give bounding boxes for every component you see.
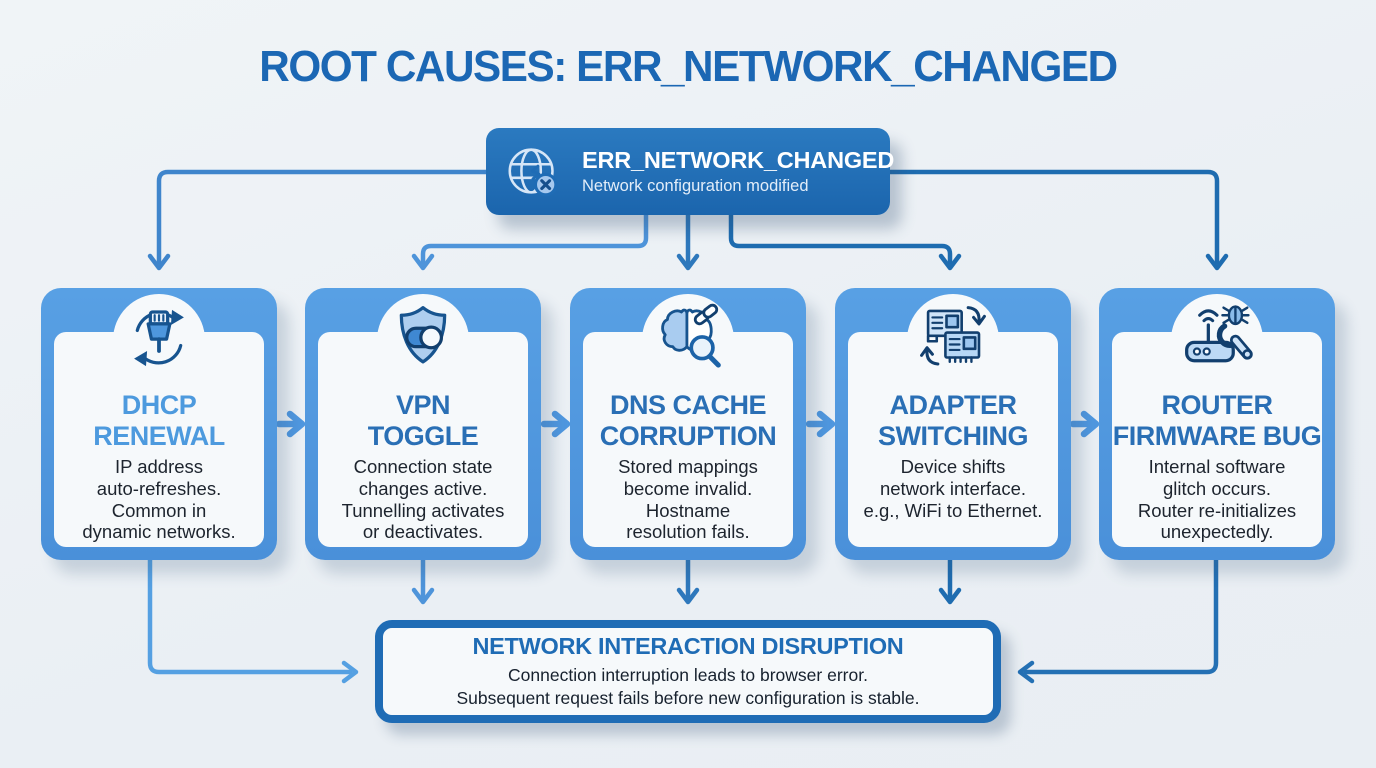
cause-card-vpn-toggle: VPN TOGGLE Connection state changes acti… [305,288,541,560]
arrow-error-to-dns [676,212,700,271]
arrow-error-to-dhcp [147,169,489,271]
arrow-adapter-to-outcome [938,557,962,605]
arrow-error-to-router [887,169,1229,271]
error-node-subtitle: Network configuration modified [582,177,809,196]
arrow-dhcp-to-vpn [275,410,306,438]
outcome-box: NETWORK INTERACTION DISRUPTION Connectio… [375,620,1001,723]
arrow-error-to-vpn [411,212,649,271]
cause-body: Device shifts network interface. e.g., W… [863,456,1043,521]
cause-card-dns-cache-corruption: DNS CACHE CORRUPTION Stored mappings bec… [570,288,806,560]
arrow-dhcp-to-outcome [147,557,359,684]
router-bug-wrench-icon [1185,305,1253,363]
cause-title: ADAPTER SWITCHING [878,390,1029,451]
cause-body: Connection state changes active. Tunnell… [341,456,505,543]
error-node-title: ERR_NETWORK_CHANGED [582,147,895,173]
arrow-router-to-outcome [1017,557,1219,684]
arrow-error-to-adapter [728,212,962,271]
cause-body: Stored mappings become invalid. Hostname… [618,456,758,543]
arrow-adapter-to-router [1069,410,1100,438]
cause-title: VPN TOGGLE [367,390,479,451]
arrow-dns-to-outcome [676,557,700,605]
adapter-cards-swap-icon [920,306,986,366]
cause-title: DHCP RENEWAL [93,390,225,451]
arrow-dns-to-adapter [805,410,836,438]
page-title: ROOT CAUSES: ERR_NETWORK_CHANGED [259,42,1118,91]
cause-body: IP address auto-refreshes. Common in dyn… [82,456,236,543]
error-node: ERR_NETWORK_CHANGED Network configuratio… [486,128,894,215]
arrow-vpn-to-outcome [411,557,435,605]
cause-card-adapter-switching: ADAPTER SWITCHING Device shifts network … [835,288,1071,560]
cause-title: ROUTER FIRMWARE BUG [1112,390,1322,451]
card-icon-bump [1171,294,1263,386]
dhcp-plug-refresh-icon [134,309,184,367]
cause-card-router-firmware-bug: ROUTER FIRMWARE BUG Internal software gl… [1099,288,1335,560]
globe-network-error-icon [508,147,558,196]
cause-card-dhcp-renewal: DHCP RENEWAL IP address auto-refreshes. … [41,288,277,560]
outcome-title: NETWORK INTERACTION DISRUPTION [472,633,904,660]
dns-brain-link-magnifier-icon [661,303,721,368]
cause-title: DNS CACHE CORRUPTION [599,390,777,451]
vpn-shield-toggle-icon [399,306,447,364]
cause-body: Internal software glitch occurs. Router … [1137,456,1297,543]
outcome-body: Connection interruption leads to browser… [456,665,920,708]
arrow-vpn-to-dns [540,410,571,438]
